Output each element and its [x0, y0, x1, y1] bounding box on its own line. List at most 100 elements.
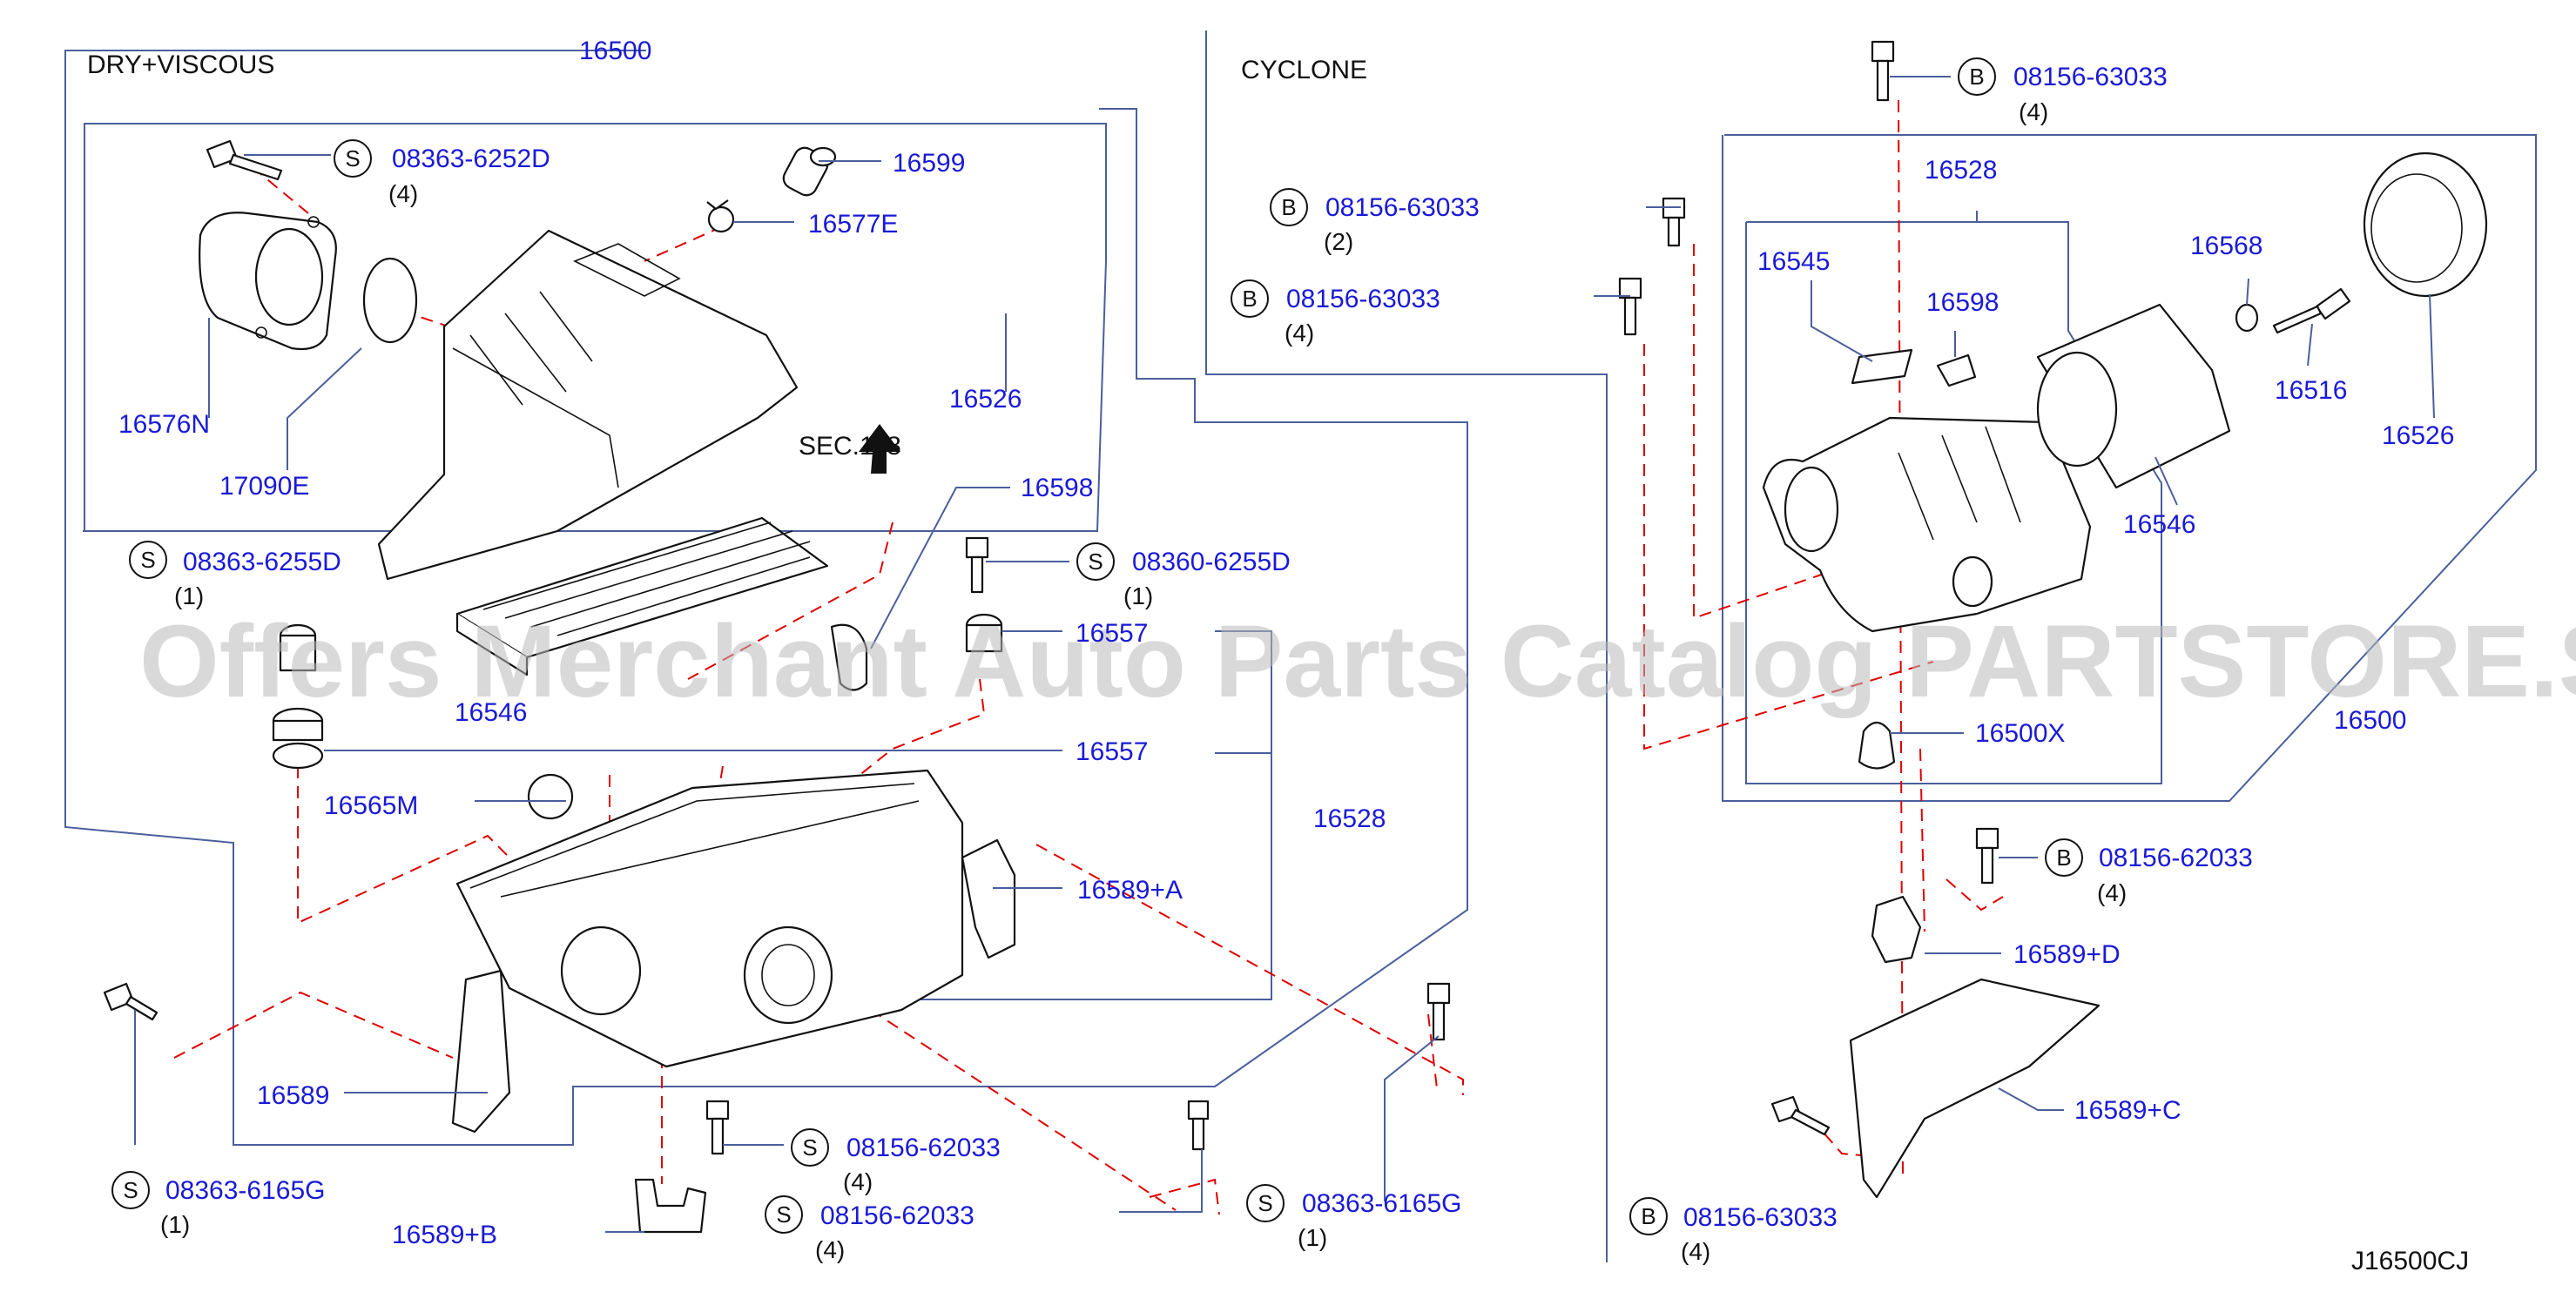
quantity-label: (4) — [388, 180, 418, 207]
frame-16500-left — [64, 50, 1468, 1146]
svg-text:B: B — [1641, 1203, 1656, 1229]
badge-s: S — [129, 541, 167, 579]
bolt-icon — [1426, 982, 1451, 1041]
bolt-icon — [1871, 40, 1895, 102]
part-number-label[interactable]: 16589+A — [1077, 876, 1183, 905]
watermark: Offers Merchant Auto Parts Catalog PARTS… — [139, 604, 2576, 719]
part-number-label[interactable]: 08156-62033 — [846, 1134, 1001, 1162]
frame-16500-right — [1722, 134, 2537, 802]
quantity-label: (1) — [1298, 1224, 1327, 1251]
quantity-label: (1) — [174, 582, 204, 609]
part-number-label[interactable]: 16545 — [1757, 247, 1830, 276]
gasket-icon — [362, 257, 418, 344]
bracket-icon — [1871, 895, 1922, 964]
svg-text:S: S — [776, 1201, 791, 1228]
cyclone-air-cleaner-body-icon — [1762, 416, 2092, 633]
quantity-label: (4) — [815, 1236, 845, 1263]
part-number-label[interactable]: 08156-63033 — [2013, 63, 2168, 91]
assembly-frames — [64, 30, 2537, 1262]
part-number-label[interactable]: 08156-63033 — [1683, 1203, 1838, 1232]
part-number-label[interactable]: 08363-6255D — [183, 548, 341, 576]
part-number-label[interactable]: 16526 — [949, 385, 1022, 414]
badge-s: S — [1246, 1184, 1285, 1222]
part-number-label[interactable]: 16576N — [118, 410, 210, 439]
part-number-label[interactable]: 16528 — [1925, 156, 1997, 185]
mesh-filter-icon — [527, 773, 574, 820]
grommet-icon — [782, 146, 837, 197]
grommet-icon — [279, 623, 317, 672]
part-number-label[interactable]: 16557 — [1076, 737, 1148, 766]
bracket-icon — [961, 838, 1016, 959]
part-number-label[interactable]: 16589+C — [2074, 1096, 2182, 1125]
part-number-label[interactable]: 16500 — [579, 37, 651, 65]
svg-text:S: S — [123, 1177, 138, 1203]
air-filter-element-icon — [455, 516, 829, 676]
bolt-icon — [206, 139, 283, 181]
quantity-label: (1) — [1123, 582, 1153, 609]
svg-text:S: S — [345, 145, 360, 172]
bolt-icon — [1662, 197, 1686, 247]
bracket-icon — [634, 1178, 707, 1234]
part-number-label[interactable]: 16589 — [257, 1081, 329, 1110]
badge-b: B — [1270, 188, 1308, 226]
part-number-label[interactable]: 08363-6252D — [392, 145, 550, 173]
part-number-label[interactable]: 16598 — [1926, 288, 1999, 317]
frame-16528-right — [1745, 221, 2162, 784]
badge-s: S — [334, 139, 372, 178]
part-number-label[interactable]: 08156-63033 — [1286, 285, 1440, 313]
bolt-icon — [1618, 277, 1642, 336]
washer-icon — [2235, 303, 2259, 333]
bolt-icon — [103, 982, 158, 1021]
quantity-label: (4) — [843, 1168, 873, 1195]
frame-16526-left — [83, 123, 1107, 532]
cyclone-filter-element-icon — [2036, 303, 2231, 489]
part-number-label[interactable]: 17090E — [219, 472, 309, 501]
quantity-label: (4) — [2097, 879, 2127, 906]
part-number-label[interactable]: 16516 — [2275, 376, 2347, 405]
part-number-label[interactable]: 08363-6165G — [165, 1176, 326, 1205]
part-number-label[interactable]: 08156-62033 — [820, 1201, 974, 1230]
bracket-icon — [830, 623, 868, 691]
wing-bolt-icon — [2272, 287, 2351, 334]
part-number-label[interactable]: 16565M — [324, 791, 418, 820]
part-number-label[interactable]: 16546 — [2123, 510, 2195, 539]
part-number-label[interactable]: 16589+D — [2013, 940, 2121, 969]
part-number-label[interactable]: 16557 — [1076, 619, 1148, 648]
quantity-label: (2) — [1324, 228, 1353, 255]
part-number-label[interactable]: 16568 — [2190, 232, 2262, 260]
part-number-label[interactable]: 08156-63033 — [1325, 193, 1480, 222]
part-number-label[interactable]: 08156-62033 — [2099, 844, 2253, 872]
badge-s: S — [765, 1195, 803, 1234]
bolt-icon — [705, 1100, 730, 1155]
svg-text:B: B — [1281, 194, 1296, 220]
part-number-label[interactable]: 16598 — [1021, 474, 1093, 502]
svg-text:S: S — [140, 547, 155, 573]
sec118-arrow-icon — [859, 424, 900, 474]
badge-s: S — [791, 1128, 829, 1167]
frame-cyclone-left — [1205, 30, 1608, 1262]
badge-b: B — [2045, 838, 2083, 877]
quantity-label: (4) — [2019, 98, 2048, 125]
cyclone-cover-icon — [2363, 151, 2488, 298]
part-number-label[interactable]: 16526 — [2382, 421, 2454, 450]
section-label-cyclone: CYCLONE — [1241, 56, 1367, 84]
air-duct-adapter-icon — [199, 212, 337, 351]
clip-icon — [706, 199, 735, 233]
part-number-label[interactable]: 16528 — [1313, 804, 1386, 833]
part-number-label[interactable]: 16500 — [2334, 706, 2406, 735]
clip-icon — [1936, 353, 1977, 387]
bolt-icon — [1975, 827, 1999, 885]
badge-b: B — [1629, 1197, 1668, 1235]
part-number-label[interactable]: 16589+B — [392, 1221, 497, 1249]
part-number-label[interactable]: 16500X — [1975, 719, 2065, 748]
part-number-label[interactable]: 16546 — [455, 698, 527, 727]
bolt-icon — [965, 536, 989, 594]
grommet-icon — [965, 613, 1003, 653]
svg-text:B: B — [1969, 64, 1984, 90]
part-number-label[interactable]: 16577E — [808, 210, 898, 239]
section-reference-label[interactable]: SEC.118 — [799, 432, 901, 461]
part-number-label[interactable]: 08360-6255D — [1132, 548, 1291, 576]
part-number-label[interactable]: 08363-6165G — [1302, 1189, 1462, 1218]
part-number-label[interactable]: 16599 — [893, 149, 965, 178]
